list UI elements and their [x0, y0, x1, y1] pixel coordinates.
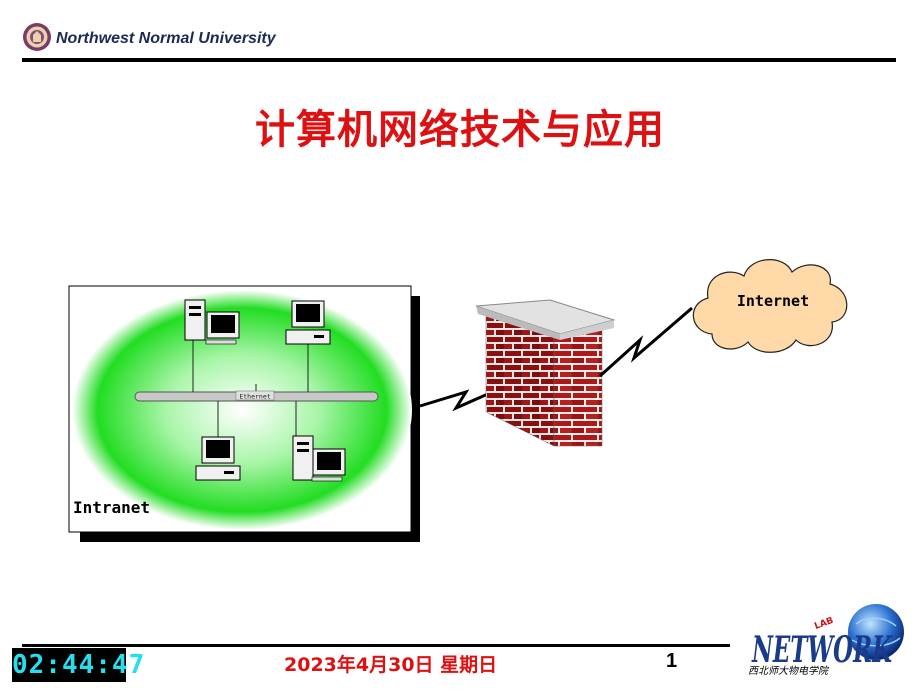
lightning-link-internet	[598, 306, 693, 378]
globe-icon	[848, 604, 904, 660]
slide-title: 计算机网络技术与应用	[255, 106, 665, 153]
slide-date: 2023年4月30日 星期日	[284, 654, 498, 676]
footer-divider	[22, 644, 730, 647]
lab-subtitle: 西北师大物电学院	[748, 665, 830, 677]
computer-icon	[195, 436, 241, 481]
intranet-label: Intranet	[73, 498, 150, 517]
page-number: 1	[666, 650, 678, 672]
lab-brand: NETWORK	[751, 629, 893, 671]
internet-cloud-icon	[692, 259, 848, 353]
digital-clock: 02:44:47	[12, 648, 146, 682]
computer-icon	[184, 299, 240, 345]
network-lab-logo: LAB NETWORK 西北师大物电学院	[748, 604, 904, 677]
header-divider	[22, 58, 896, 62]
ethernet-label: Ethernet	[239, 393, 270, 401]
university-seal-logo	[23, 23, 51, 51]
university-name: Northwest Normal University	[56, 30, 276, 47]
lightning-link-intranet	[419, 384, 507, 412]
computer-icon	[285, 300, 331, 345]
computer-icon	[292, 435, 346, 482]
ethernet-bus	[134, 340, 379, 440]
internet-label: Internet	[737, 292, 809, 310]
network-diagram: Ethernet Intranet	[68, 259, 848, 542]
firewall-icon	[475, 299, 616, 447]
